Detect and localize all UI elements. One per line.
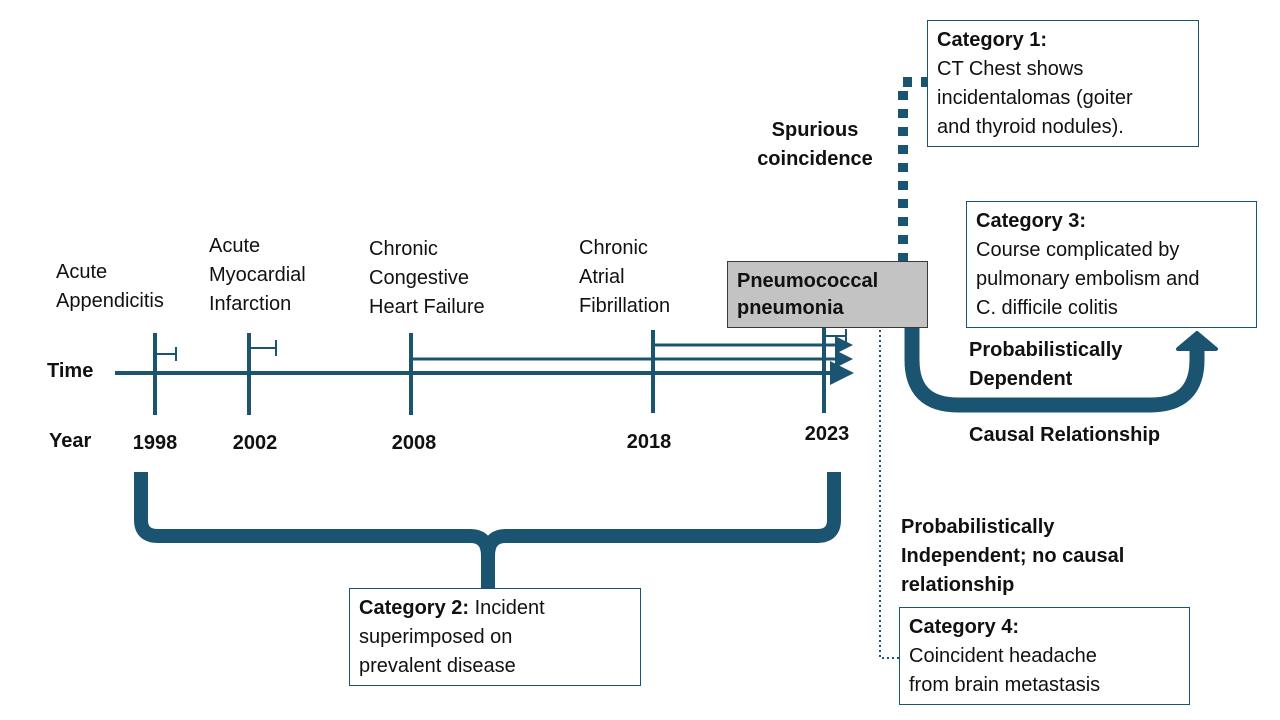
category-3-box: Category 3: Course complicated by pulmon… <box>966 201 1257 328</box>
appendicitis-duration-marker <box>155 347 177 361</box>
category-3-arrow-body <box>904 328 1205 413</box>
event-box-pneumococcal-pneumonia: Pneumococcal pneumonia <box>727 261 928 328</box>
year-2008: 2008 <box>391 432 437 454</box>
year-2018: 2018 <box>626 431 672 453</box>
year-2002: 2002 <box>232 432 278 454</box>
category-3-heading: Category 3: <box>976 210 1087 232</box>
category-4-heading: Category 4: <box>909 616 1020 638</box>
category-2-box: Category 2: Incident superimposed on pre… <box>349 588 641 686</box>
pneumonia-duration-marker <box>824 329 847 343</box>
probabilistically-dependent-label: Probabilistically Dependent <box>969 339 1123 390</box>
category-4-box: Category 4: Coincident headache from bra… <box>899 607 1190 705</box>
probabilistically-independent-label: Probabilistically Independent; no causal… <box>901 516 1125 596</box>
event-label-atrial-fibrillation: Chronic Atrial Fibrillation <box>579 237 671 317</box>
spurious-coincidence-label: Spurious coincidence <box>757 119 873 170</box>
category-2-heading: Category 2: <box>359 597 470 619</box>
category-1-box: Category 1: CT Chest shows incidentaloma… <box>927 20 1199 147</box>
category-2-brace <box>134 472 841 590</box>
event-label-myocardial-infarction: Acute Myocardial Infarction <box>209 235 306 315</box>
time-axis-label: Time <box>47 360 94 382</box>
event-label-appendicitis: Acute Appendicitis <box>56 261 164 312</box>
event-label-heart-failure: Chronic Congestive Heart Failure <box>369 238 485 318</box>
mi-duration-marker <box>249 340 277 356</box>
category-3-arrow-head <box>1176 331 1218 351</box>
category-1-heading: Category 1: <box>937 29 1048 51</box>
category-1-connector <box>898 77 928 262</box>
category-4-connector <box>879 330 899 659</box>
year-axis-label: Year <box>49 430 92 452</box>
causal-relationship-label: Causal Relationship <box>969 424 1161 446</box>
year-1998: 1998 <box>132 432 178 454</box>
year-2023: 2023 <box>804 423 850 445</box>
